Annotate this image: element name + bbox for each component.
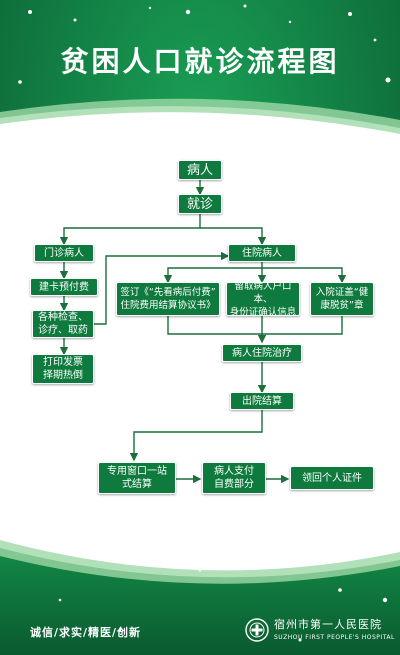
- node-return-id: 领回个人证件: [290, 466, 374, 490]
- node-card: 建卡预付费: [30, 278, 98, 296]
- page-title: 贫困人口就诊流程图: [60, 45, 340, 78]
- node-inpatient: 住院病人: [228, 244, 296, 262]
- hospital-name-en: SUZHOU FIRST PEOPLE'S HOSPITAL: [274, 634, 395, 641]
- node-treatment: 病人住院治疗: [222, 344, 302, 362]
- hospital-slogan: 诚信/求实/精医/创新: [30, 626, 142, 639]
- node-window: 专用窗口一站 式结算: [98, 462, 176, 494]
- node-keep-docs: 留取病人户口本、 身份证确认信息: [226, 281, 300, 318]
- node-print: 打印发票 择期热倒: [32, 354, 94, 384]
- node-self-pay: 病人支付 自费部分: [202, 462, 266, 494]
- hospital-logo-icon: [245, 618, 269, 642]
- node-outpatient: 门诊病人: [34, 244, 94, 262]
- node-stamp: 入院证盖“健 康脱贫”章: [310, 282, 374, 316]
- node-patient: 病人: [178, 160, 222, 180]
- node-sign: 签订《“先看病后付费” 住院费用结算协议书》: [116, 282, 220, 316]
- node-discharge: 出院结算: [230, 392, 294, 410]
- node-exams: 各种检查、 诊疗、取药: [32, 310, 94, 338]
- hospital-name: 宿州市第一人民医院: [274, 618, 382, 631]
- node-visit: 就诊: [178, 194, 222, 214]
